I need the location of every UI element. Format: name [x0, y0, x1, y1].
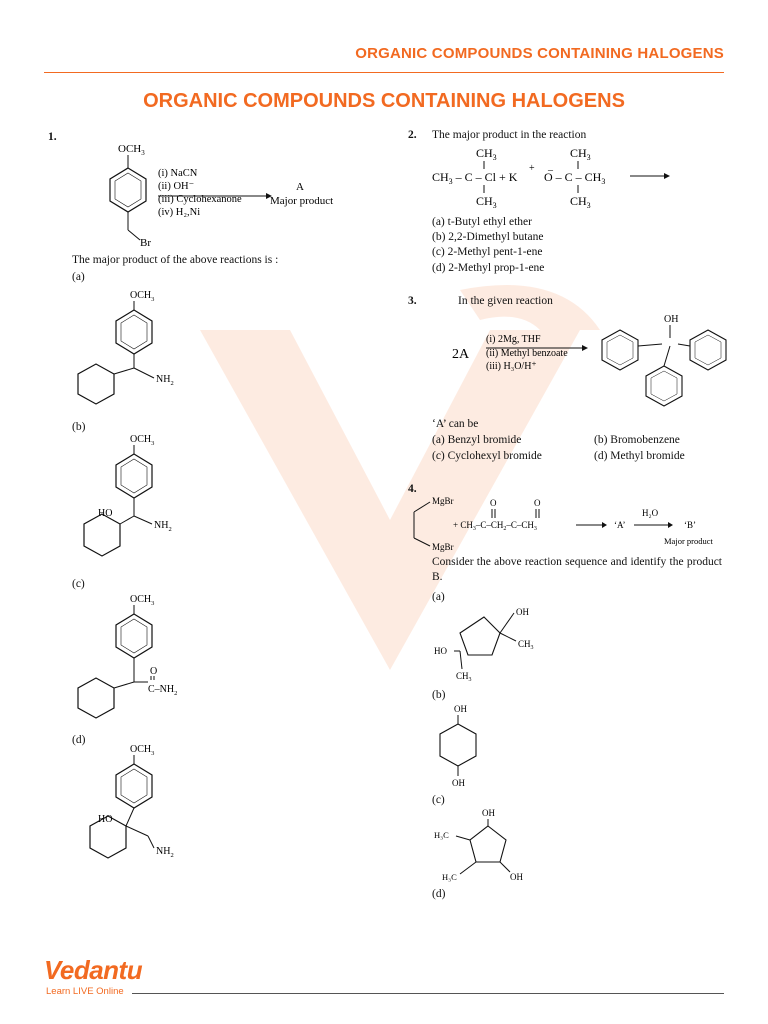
q4-mgbr-bottom: MgBr	[432, 542, 454, 552]
q3-option-b: (b) Bromobenzene	[594, 434, 680, 446]
svg-text:O: O	[534, 498, 541, 508]
svg-text:C–NH2: C–NH2	[148, 684, 177, 697]
q3-reagent-3: (iii) H₃O/H⁺	[486, 361, 537, 372]
q1-product-a: A	[296, 181, 304, 193]
q4-option-a-structure: OH CH3 HO CH3	[434, 607, 534, 683]
q4-reagent-h2o: H₂O	[642, 508, 659, 518]
svg-text:+: +	[529, 163, 535, 174]
q1-question: The major product of the above reactions…	[72, 254, 279, 266]
q4-mgbr-top: MgBr	[432, 496, 454, 506]
q4-product-b: ‘B’	[684, 520, 696, 530]
q2-option-a: (a) t-Butyl ethyl ether	[432, 216, 532, 228]
q4-option-b-label: (b)	[432, 689, 446, 701]
q3-option-d: (d) Methyl bromide	[594, 450, 685, 462]
q1-reagent-3: (iii) Cyclohexanone	[158, 194, 242, 205]
svg-text:O – C – CH3: O – C – CH3	[544, 170, 605, 186]
q4-reaction-scheme: MgBr MgBr + CH3–C–CH2–C–CH3 O O ‘A’ H₂O …	[413, 496, 714, 552]
header-rule	[44, 72, 724, 73]
svg-text:CH3: CH3	[476, 194, 497, 210]
q4-option-c-label: (c)	[432, 794, 445, 806]
q1-option-a-structure: OCH3 NH2	[77, 290, 174, 405]
q4-intermediate-a: ‘A’	[614, 520, 626, 530]
q1-option-d-label: (d)	[72, 734, 86, 746]
q3-option-a: (a) Benzyl bromide	[432, 434, 522, 446]
q1-reagent-2: (ii) OH⁻	[158, 181, 194, 192]
footer-rule	[132, 993, 724, 994]
q3-reagent-1: (i) 2Mg, THF	[486, 334, 541, 345]
q2-number: 2.	[408, 129, 417, 141]
q2-option-d: (d) 2-Methyl prop-1-ene	[432, 262, 545, 274]
vedantu-watermark	[200, 285, 600, 670]
q1-option-b-structure: OCH3 NH2 HO	[83, 434, 172, 557]
q1-option-b-label: (b)	[72, 421, 86, 433]
q1-option-c-structure: OCH3 O C–NH2	[77, 594, 177, 719]
svg-text:O: O	[490, 498, 497, 508]
q3-product-oh: OH	[664, 314, 678, 325]
q1-reagent-1: (i) NaCN	[158, 168, 198, 179]
svg-text:NH2: NH2	[156, 846, 174, 859]
svg-text:HO: HO	[434, 646, 447, 656]
q2-option-b: (b) 2,2-Dimethyl butane	[432, 231, 544, 243]
svg-text:OH: OH	[482, 808, 495, 818]
svg-text:HO: HO	[98, 508, 112, 519]
q3-reaction-scheme: 2A (i) 2Mg, THF (ii) Methyl benzoate (ii…	[452, 314, 727, 407]
svg-text:CH3: CH3	[518, 639, 534, 651]
svg-text:O: O	[150, 666, 157, 677]
q4-option-d-label: (d)	[432, 888, 446, 900]
q3-stem: ‘A’ can be	[432, 418, 479, 430]
q2-question: The major product in the reaction	[432, 129, 587, 141]
vedantu-logo: Vedantu	[44, 955, 143, 985]
q3-question: In the given reaction	[458, 295, 553, 307]
svg-text:CH3: CH3	[570, 194, 591, 210]
q1-reagent-4: (iv) H₂,Ni	[158, 207, 200, 218]
svg-text:CH3: CH3	[456, 671, 472, 683]
footer-tagline: Learn LIVE Online	[46, 986, 124, 997]
svg-text:OH: OH	[454, 704, 467, 714]
q3-number: 3.	[408, 295, 417, 307]
q3-reagent-2: (ii) Methyl benzoate	[486, 348, 568, 359]
q2-option-c: (c) 2-Methyl pent-1-ene	[432, 246, 543, 258]
q1-reaction-scheme: OCH3 Br (i) NaCN (ii) OH⁻ (iii) Cyclohex…	[109, 143, 333, 248]
q1-product-caption: Major product	[270, 195, 333, 207]
svg-text:OCH3: OCH3	[130, 594, 154, 607]
svg-text:OH: OH	[452, 778, 465, 788]
q4-option-c-structure: OH H₃C H₃C OH	[434, 808, 523, 882]
q4-number: 4.	[408, 483, 417, 495]
svg-text:–: –	[547, 165, 554, 176]
q1-option-c-label: (c)	[72, 578, 85, 590]
q4-option-a-label: (a)	[432, 591, 445, 603]
svg-text:H₃C: H₃C	[434, 830, 449, 840]
running-header: ORGANIC COMPOUNDS CONTAINING HALOGENS	[355, 45, 724, 62]
svg-text:OCH3: OCH3	[130, 290, 154, 303]
svg-text:CH3: CH3	[570, 146, 591, 162]
svg-text:+ CH3–C–CH2–C–CH3: + CH3–C–CH2–C–CH3	[453, 520, 537, 532]
q3-option-c: (c) Cyclohexyl bromide	[432, 450, 542, 462]
svg-text:CH3 – C – Cl + K: CH3 – C – Cl + K	[432, 170, 518, 186]
svg-text:NH2: NH2	[156, 374, 174, 387]
q4-option-b-structure: OH OH	[439, 704, 477, 788]
q3-reactant-2a: 2A	[452, 347, 470, 362]
q1-option-a-label: (a)	[72, 271, 85, 283]
svg-text:CH3: CH3	[476, 146, 497, 162]
svg-text:OH: OH	[510, 872, 523, 882]
q1-number: 1.	[48, 131, 57, 143]
page-title: ORGANIC COMPOUNDS CONTAINING HALOGENS	[143, 90, 625, 112]
q1-option-d-structure: OCH3 NH2 HO	[89, 744, 174, 859]
q4-product-caption: Major product	[664, 536, 714, 546]
q4-description: Consider the above reaction sequence and…	[432, 556, 722, 583]
svg-text:HO: HO	[98, 814, 112, 825]
q1-och3-label: OCH3	[118, 143, 145, 157]
svg-text:OH: OH	[516, 607, 529, 617]
svg-text:OCH3: OCH3	[130, 434, 154, 447]
svg-text:H₃C: H₃C	[442, 872, 457, 882]
q1-br-label: Br	[140, 237, 151, 248]
svg-text:NH2: NH2	[154, 520, 172, 533]
svg-text:OCH3: OCH3	[130, 744, 154, 757]
q2-reaction-equation: CH3 CH3 – C – Cl + K + O – C – CH3 – CH3…	[432, 146, 670, 210]
